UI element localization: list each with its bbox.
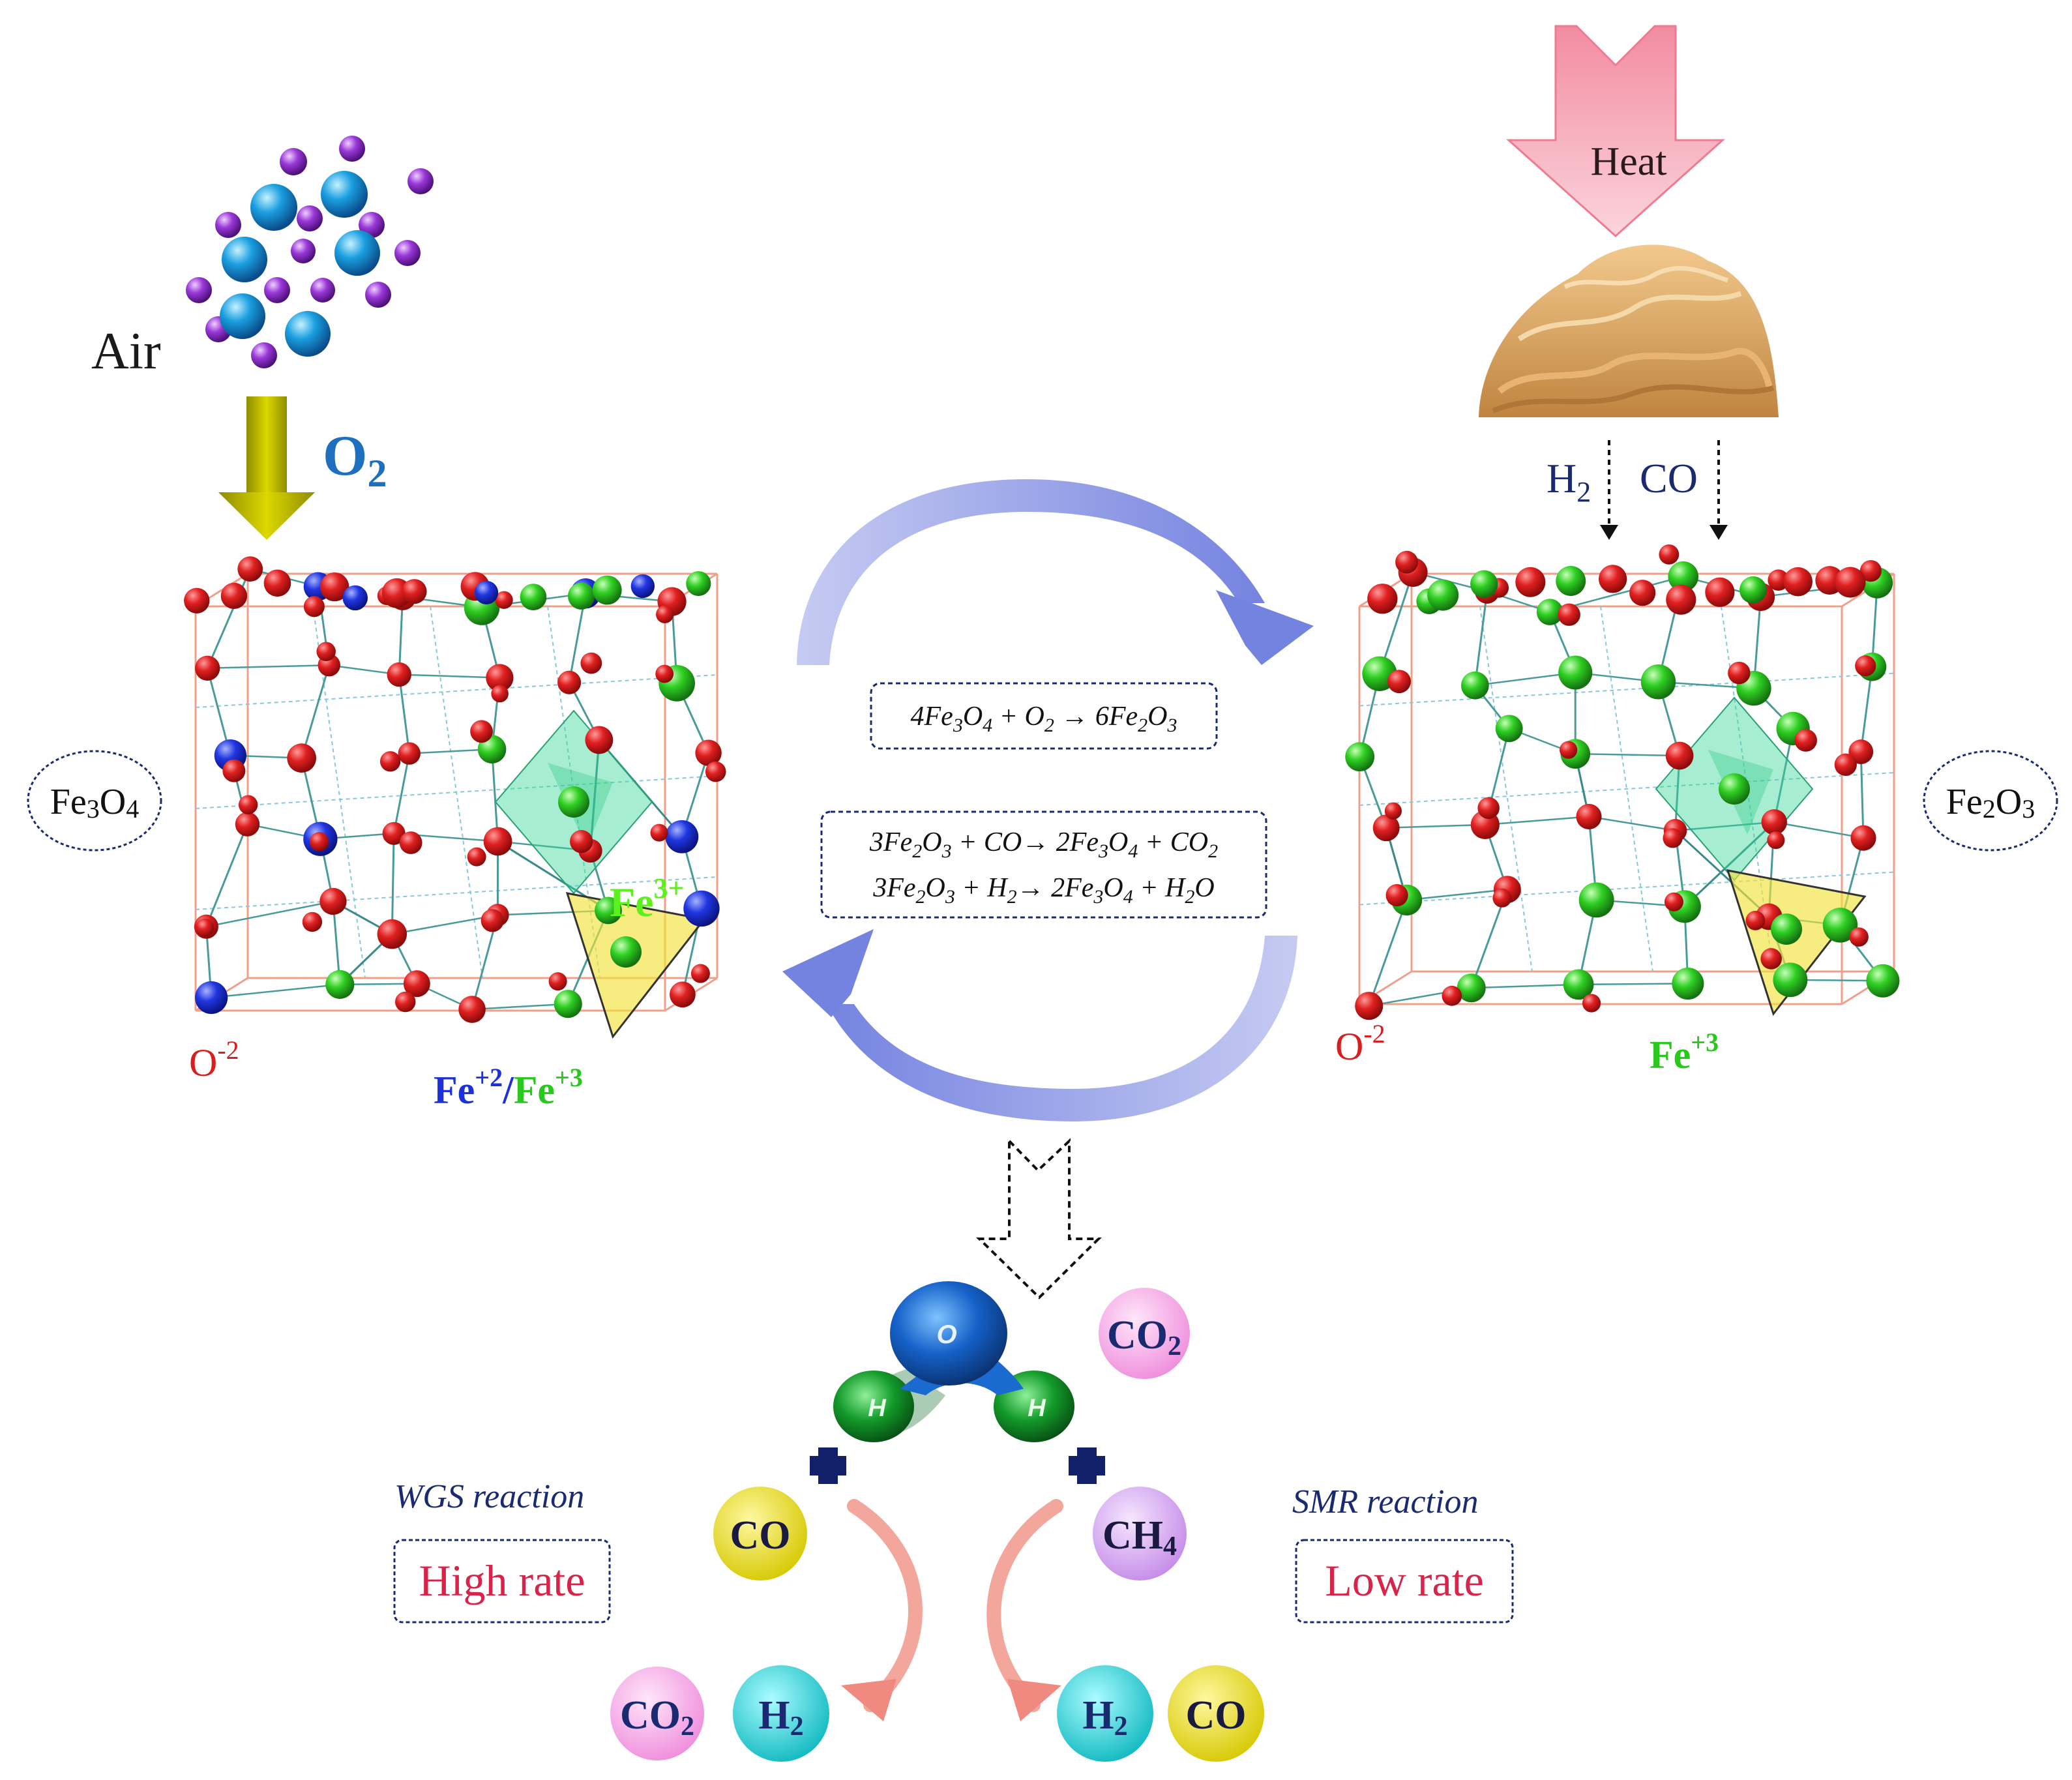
svg-text:H2: H2 [1082,1693,1127,1742]
air-label: Air [91,323,161,380]
oxidation-equation-box: 4Fe3O4 + O2 → 6Fe2O3 [870,682,1218,750]
svg-text:CO2: CO2 [620,1693,694,1742]
heat-label: Heat [1590,140,1666,184]
fe3o4-compound-badge: Fe3O4 [27,750,162,852]
water-molecule-icon: O H H [833,1281,1074,1442]
fe3plus-ion-label: Fe3+ [610,872,685,925]
h2-bubble-bottom-left: H2 [733,1665,829,1762]
svg-text:H2: H2 [758,1693,803,1742]
o2-label: O2 [323,424,387,495]
svg-text:CO: CO [1186,1693,1247,1738]
fe2o3-label: Fe2O3 [1946,782,2035,823]
wgs-rate-label: High rate [419,1556,585,1605]
fe3o4-label: Fe3O4 [50,782,139,823]
h2-bubble-bottom-right: H2 [1057,1665,1153,1762]
svg-text:H: H [1028,1395,1046,1422]
smr-rate-label: Low rate [1325,1556,1484,1605]
wgs-reaction-title: WGS reaction [394,1478,584,1515]
fe2o3-crystal-lattice [1345,544,1900,1020]
svg-text:CO: CO [730,1513,791,1558]
oxygen-ion-label-right: O-2 [1335,1019,1385,1068]
svg-text:CH4: CH4 [1103,1513,1177,1562]
fe2o3-compound-badge: Fe2O3 [1923,750,2058,852]
co2-bubble-bottom: CO2 [610,1667,704,1760]
reduction-equation-co: 3Fe2O3 + CO→ 2Fe3O4 + CO2 [869,827,1218,862]
fe-ion-label-right: Fe+3 [1650,1028,1719,1076]
air-molecules [186,136,434,368]
plus-sign-right-icon [1069,1447,1105,1484]
cycle-arrow-bottom-icon [782,929,1297,1121]
oxidation-equation: 4Fe3O4 + O2 → 6Fe2O3 [911,702,1177,736]
o2-arrow-icon [218,396,315,540]
co-bubble-bottom: CO [1168,1665,1264,1762]
plus-sign-left-icon [810,1447,846,1484]
fe-ion-label-left: Fe+2/Fe+3 [434,1063,583,1112]
svg-text:O: O [936,1320,956,1349]
hollow-down-arrow-icon [976,1138,1102,1299]
heat-arrow-icon [1506,25,1725,238]
svg-text:CO2: CO2 [1107,1313,1181,1361]
wgs-rate-box: High rate [393,1539,611,1624]
reduction-equations-box: 3Fe2O3 + CO→ 2Fe3O4 + CO2 3Fe2O3 + H2→ 2… [820,810,1267,919]
reduction-equation-h2: 3Fe2O3 + H2→ 2Fe3O4 + H2O [872,873,1215,908]
svg-text:H: H [868,1395,887,1422]
cycle-arrow-top-icon [797,479,1314,665]
smr-rate-box: Low rate [1295,1539,1514,1624]
h2-gas-label: H2 [1547,455,1591,508]
co-gas-label: CO [1640,455,1698,501]
wgs-curved-arrow-icon [841,1499,923,1721]
co2-bubble-top: CO2 [1099,1288,1190,1379]
oxygen-ion-label-left: O-2 [189,1035,239,1084]
smr-reaction-title: SMR reaction [1292,1483,1478,1520]
co-bubble-left: CO [713,1487,807,1580]
ch4-bubble-right: CH4 [1093,1487,1187,1580]
biomass-pile-icon [1479,245,1779,417]
fe3o4-crystal-lattice [184,556,726,1039]
smr-curved-arrow-icon [986,1499,1063,1721]
